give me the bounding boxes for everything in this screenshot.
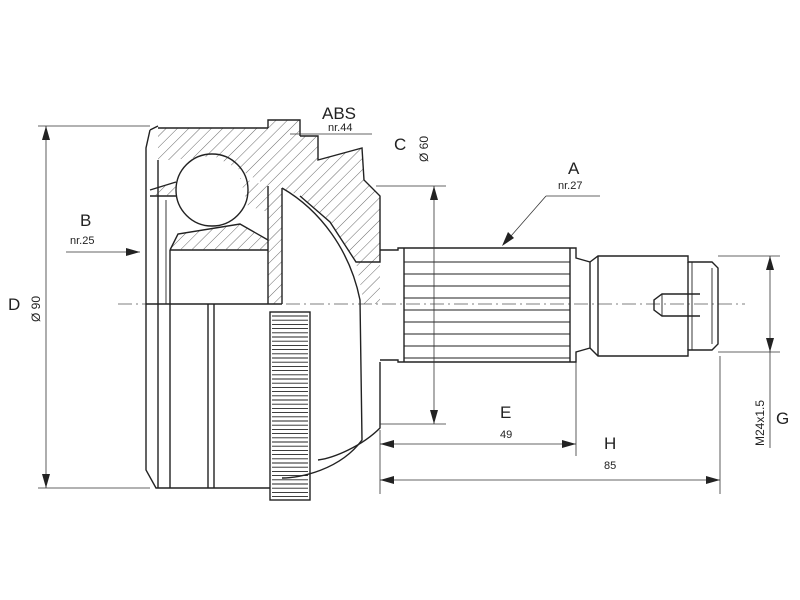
label-e-value: 49 (500, 429, 512, 441)
label-g-value: M24x1.5 (753, 400, 767, 446)
label-g: G (776, 409, 789, 428)
label-a-nr: nr.27 (558, 180, 582, 192)
label-abs-nr: nr.44 (328, 122, 352, 134)
dimension-g (718, 255, 780, 448)
label-e: E (500, 403, 511, 422)
dimension-c (376, 185, 446, 425)
label-d: D (8, 295, 20, 314)
splined-shaft (380, 247, 591, 363)
abs-ring (269, 311, 311, 501)
label-d-value: Ø 90 (29, 296, 43, 322)
dimension-d (38, 125, 150, 489)
label-h-value: 85 (604, 460, 616, 472)
label-a: A (568, 159, 580, 178)
ball-bearing (175, 153, 249, 227)
label-c: C (394, 135, 406, 154)
label-c-value: Ø 60 (417, 136, 431, 162)
dimension-h (379, 356, 721, 494)
bell-housing (145, 119, 381, 489)
label-abs: ABS (322, 104, 356, 123)
leader-a (502, 195, 600, 246)
label-b: B (80, 211, 91, 230)
threaded-end (589, 255, 719, 357)
label-b-nr: nr.25 (70, 235, 94, 247)
leader-b (66, 248, 140, 256)
dimension-e (380, 362, 577, 456)
label-h: H (604, 434, 616, 453)
